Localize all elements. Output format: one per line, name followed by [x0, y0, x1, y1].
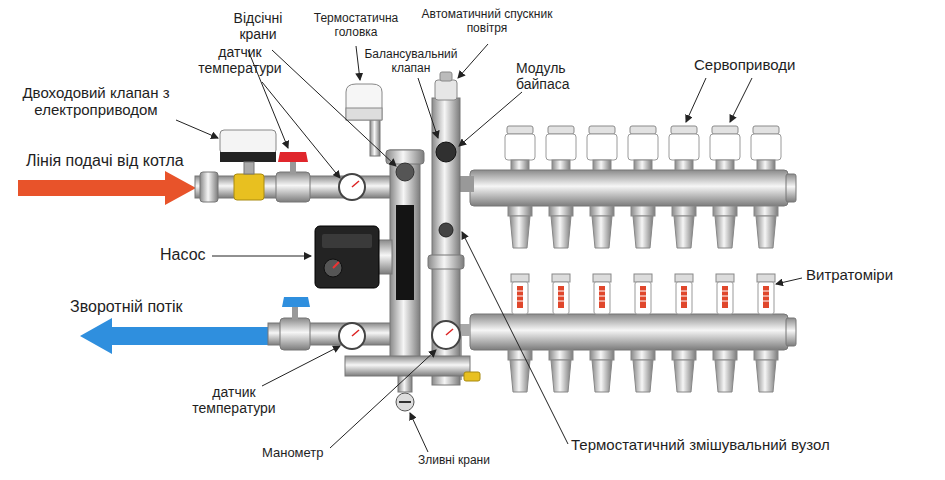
- callout-label: Зливні крани: [418, 454, 490, 468]
- callout-label: датчик температури: [190, 44, 290, 76]
- callout-label: Зворотній потік: [70, 298, 183, 316]
- callout-label: Балансувальний клапан: [356, 48, 466, 76]
- callout-label: Термостатичний змішувальний вузол: [571, 436, 830, 453]
- callout-label: датчик температури: [184, 384, 284, 416]
- callout-label: Автоматичний спускник повітря: [420, 8, 554, 36]
- callout-label: Манометр: [262, 446, 324, 461]
- callout-label: Відсічні крани: [220, 10, 296, 42]
- callout-label: Сервоприводи: [694, 56, 795, 73]
- callout-label: Термостатична головка: [304, 12, 408, 40]
- callout-label: Лінія подачі від котла: [26, 152, 184, 170]
- callout-label: Насос: [160, 246, 206, 264]
- callout-label: Двоходовий клапан з електроприводом: [10, 84, 182, 119]
- callout-label: Витратоміри: [806, 266, 893, 283]
- callout-label: Модуль байпаса: [516, 60, 588, 92]
